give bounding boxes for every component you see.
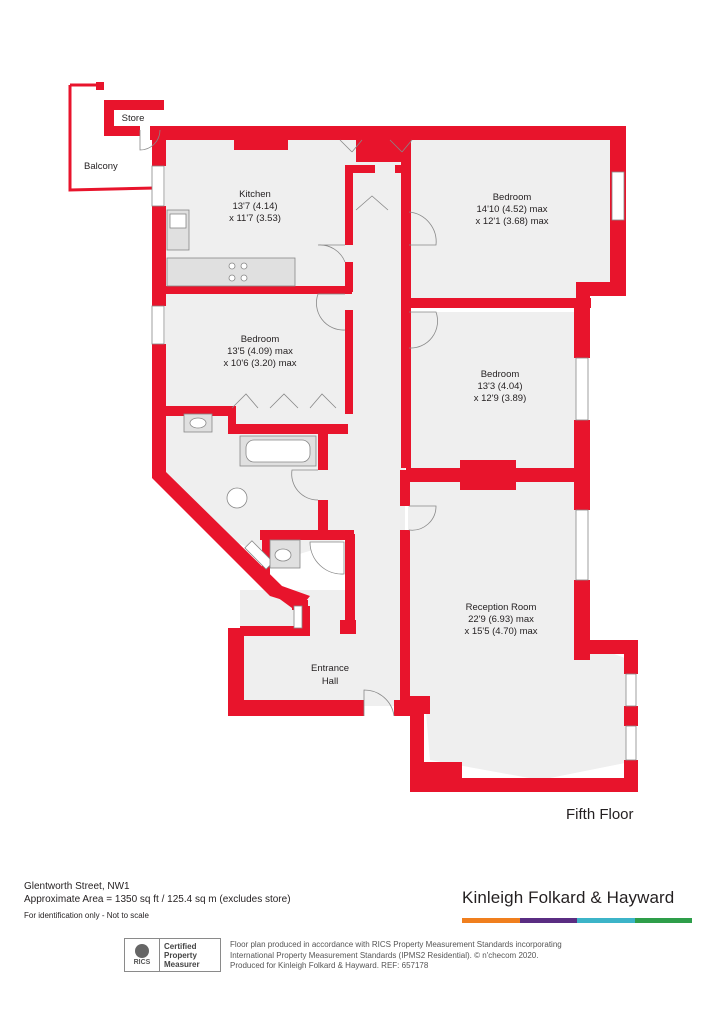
entrance-hall-line-2: Hall	[322, 676, 338, 687]
disclaimer-line-3: Produced for Kinleigh Folkard & Hayward.…	[230, 961, 429, 970]
floor-plan: Store Balcony Kitchen 13'7 (4.14) x 11'7…	[68, 82, 638, 792]
bedroom-ne-name: Bedroom	[493, 192, 532, 203]
doors	[139, 129, 438, 717]
brand-bar-teal	[577, 918, 635, 923]
rics-line-3: Measurer	[164, 959, 200, 969]
bedroom-e-name: Bedroom	[481, 369, 520, 380]
kitchen-name: Kitchen	[239, 189, 271, 200]
brand-bar-orange	[462, 918, 520, 923]
disclaimer: Floor plan produced in accordance with R…	[230, 940, 590, 972]
rics-logo: RICS	[125, 939, 160, 971]
property-info: Glentworth Street, NW1 Approximate Area …	[24, 880, 291, 922]
floor-fill	[165, 138, 630, 780]
brand-bar-purple	[519, 918, 577, 923]
rics-certification: Certified Property Measurer	[160, 942, 200, 969]
reception-dim-1: 22'9 (6.93) max	[468, 614, 534, 625]
rics-line-1: Certified	[164, 941, 197, 951]
property-area: Approximate Area = 1350 sq ft / 125.4 sq…	[24, 894, 291, 905]
bedroom-w-dim-1: 13'5 (4.09) max	[227, 346, 293, 357]
scale-note: For identification only - Not to scale	[24, 911, 149, 920]
bedroom-e-dim-1: 13'3 (4.04)	[477, 381, 522, 392]
brand-bar-green	[634, 918, 692, 923]
rics-badge: RICS Certified Property Measurer	[124, 938, 221, 972]
bedroom-ne-dim-2: x 12'1 (3.68) max	[475, 216, 548, 227]
reception-name: Reception Room	[466, 602, 537, 613]
rics-mark-text: RICS	[133, 959, 151, 966]
store-label: Store	[122, 113, 145, 124]
floor-title: Fifth Floor	[566, 806, 634, 823]
disclaimer-line-1: Floor plan produced in accordance with R…	[230, 940, 562, 949]
kitchen-dim-2: x 11'7 (3.53)	[229, 213, 281, 224]
disclaimer-line-2: International Property Measurement Stand…	[230, 950, 539, 960]
rics-emblem-icon	[135, 944, 149, 958]
entrance-hall-line-1: Entrance	[311, 663, 349, 674]
agency-name: Kinleigh Folkard & Hayward	[462, 888, 675, 907]
balcony-post	[96, 82, 104, 90]
bedroom-ne-dim-1: 14'10 (4.52) max	[477, 204, 548, 215]
reception-dim-2: x 15'5 (4.70) max	[464, 626, 537, 637]
kitchen-dim-1: 13'7 (4.14)	[232, 201, 277, 212]
property-address: Glentworth Street, NW1	[24, 881, 130, 892]
bedroom-w-name: Bedroom	[241, 334, 280, 345]
balcony-outline	[68, 83, 156, 192]
agency-color-bar	[462, 918, 692, 923]
bedroom-e-dim-2: x 12'9 (3.89)	[474, 393, 527, 404]
fixtures	[166, 209, 345, 575]
walls	[104, 100, 638, 792]
rics-line-2: Property	[164, 950, 197, 960]
bedroom-w-dim-2: x 10'6 (3.20) max	[223, 358, 296, 369]
balcony-label: Balcony	[84, 161, 118, 172]
